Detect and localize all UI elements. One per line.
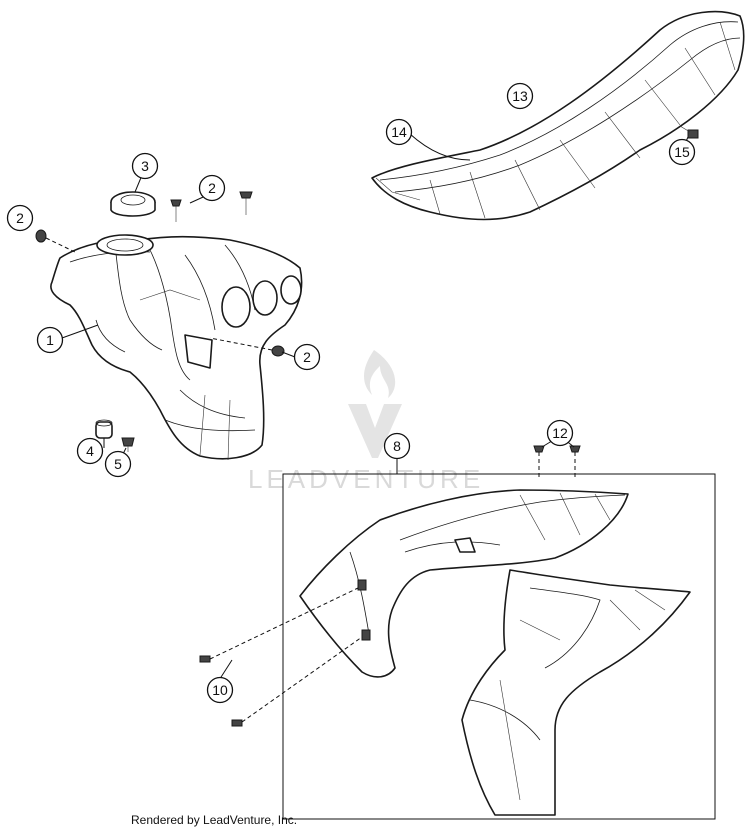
render-credit: Rendered by LeadVenture, Inc. [131, 813, 298, 827]
watermark-brand: LEADVENTURE [248, 464, 484, 494]
bushing-4 [95, 419, 113, 439]
bolt-5 [121, 437, 135, 452]
svg-text:4: 4 [86, 443, 94, 459]
callout-2-right: 2 [293, 343, 321, 371]
fuel-cap-part [110, 191, 156, 217]
bolt-2-left [35, 229, 76, 253]
svg-text:13: 13 [512, 88, 528, 104]
callout-10: 10 [206, 676, 234, 704]
right-side-panel-part [461, 569, 691, 816]
svg-text:14: 14 [391, 124, 407, 140]
flame-logo-icon [364, 350, 396, 398]
group-8-frame [282, 473, 716, 820]
callout-2-top: 2 [198, 174, 226, 202]
v-logo-icon [348, 404, 402, 458]
fuel-tank-part [50, 234, 303, 461]
screw-12-right [569, 445, 581, 480]
callout-4: 4 [76, 437, 104, 465]
svg-text:10: 10 [212, 682, 228, 698]
callout-5: 5 [104, 450, 132, 478]
left-side-panel-part [299, 489, 629, 678]
bolt-15 [679, 125, 699, 139]
svg-text:2: 2 [303, 349, 311, 365]
callout-13: 13 [506, 82, 534, 110]
callout-15: 15 [668, 138, 696, 166]
bolt-2-top-right [239, 191, 253, 215]
svg-text:12: 12 [552, 425, 568, 441]
svg-text:3: 3 [141, 158, 149, 174]
svg-text:1: 1 [46, 332, 54, 348]
screw-10-upper [199, 587, 359, 663]
callout-12: 12 [546, 419, 574, 447]
svg-text:8: 8 [393, 438, 401, 454]
svg-text:2: 2 [16, 210, 24, 226]
callout-8: 8 [383, 432, 411, 460]
screw-12-left [533, 445, 545, 480]
svg-text:5: 5 [114, 456, 122, 472]
seat-part [371, 10, 745, 221]
screw-10-lower [231, 636, 363, 727]
svg-text:15: 15 [674, 144, 690, 160]
callout-1: 1 [36, 326, 64, 354]
leadventure-watermark: LEADVENTURE [248, 350, 484, 494]
callout-2-left: 2 [6, 204, 34, 232]
bolt-2-top-left [170, 199, 182, 222]
bolt-2-right [209, 337, 285, 357]
callout-3: 3 [131, 152, 159, 180]
callout-14: 14 [385, 118, 413, 146]
svg-text:2: 2 [208, 180, 216, 196]
